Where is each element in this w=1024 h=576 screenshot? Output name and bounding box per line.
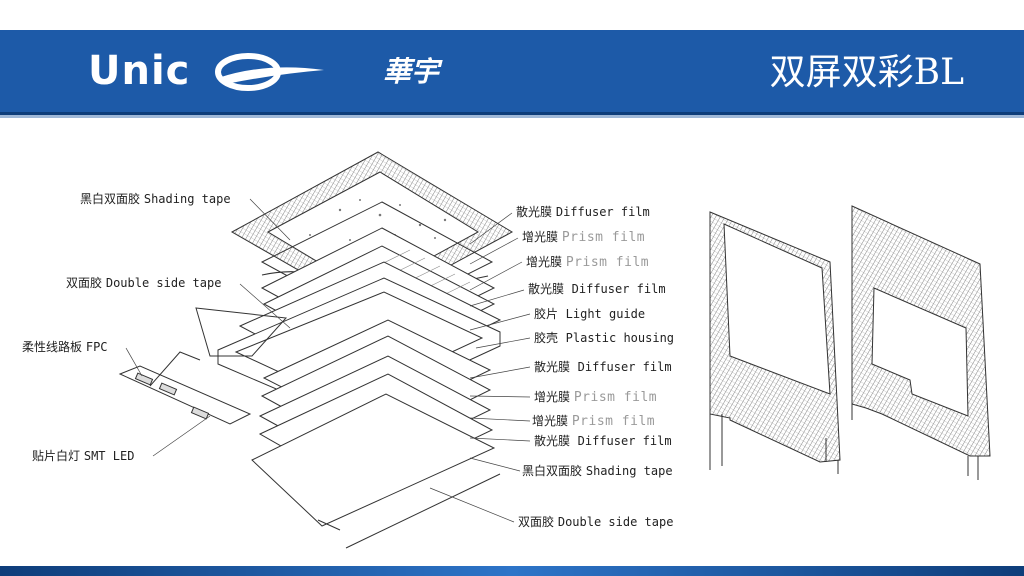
- label-shading-tape-bottom: 黑白双面胶 Shading tape: [522, 464, 673, 478]
- fpc-flex-circuit: [118, 307, 288, 425]
- assembled-backlight-1: [709, 211, 841, 474]
- label-smt-led: 贴片白灯 SMT LED: [32, 449, 135, 463]
- page-title: 双屏双彩BL: [769, 52, 964, 93]
- label-prism-1: 增光膜 Prism film: [522, 230, 646, 245]
- logo-swoosh-icon: [215, 53, 324, 91]
- label-light-guide: 胶片 Light guide: [534, 307, 646, 321]
- leader-lines: [125, 198, 531, 523]
- label-diffuser-1: 散光膜 Diffuser film: [516, 205, 650, 219]
- label-prism-2: 增光膜 Prism film: [526, 255, 650, 270]
- label-double-side-tape-left: 双面胶 Double side tape: [66, 276, 222, 290]
- logo-text: Unic: [88, 48, 191, 94]
- unico-logo: Unic 華宇: [88, 48, 488, 98]
- label-diffuser-2: 散光膜 Diffuser film: [528, 282, 666, 296]
- label-prism-4: 增光膜 Prism film: [532, 414, 656, 429]
- logo-chinese: 華宇: [383, 55, 440, 88]
- header-divider: [0, 115, 1024, 118]
- footer-bar: [0, 566, 1024, 576]
- header-bar: [0, 30, 1024, 115]
- label-diffuser-3: 散光膜 Diffuser film: [534, 360, 672, 374]
- film-layer-stack: [217, 201, 502, 549]
- assembled-backlight-2: [851, 205, 991, 480]
- label-fpc: 柔性线路板 FPC: [22, 340, 108, 354]
- label-double-side-tape-bottom: 双面胶 Double side tape: [518, 515, 674, 529]
- label-shading-tape-top: 黑白双面胶 Shading tape: [80, 192, 231, 206]
- label-plastic-housing: 胶壳 Plastic housing: [534, 331, 675, 345]
- label-prism-3: 增光膜 Prism film: [534, 390, 658, 405]
- label-diffuser-4: 散光膜 Diffuser film: [534, 434, 672, 448]
